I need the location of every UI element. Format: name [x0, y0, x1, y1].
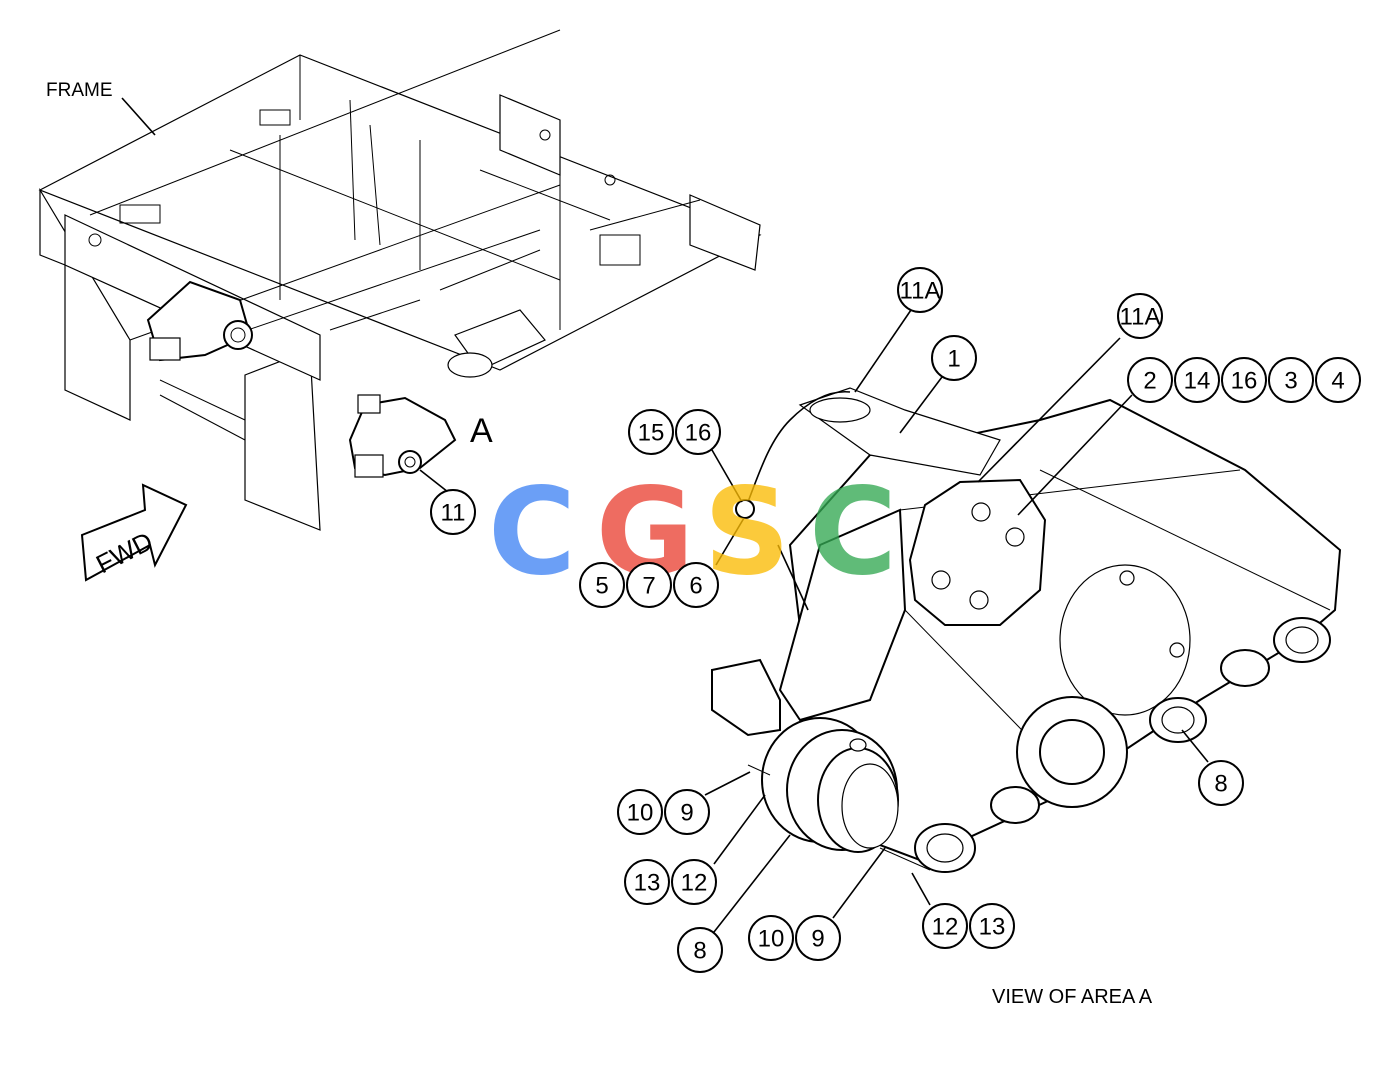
cgsc-watermark: C G S C	[488, 464, 897, 603]
callout-12-bottom: 12	[922, 903, 968, 949]
svg-text:11A: 11A	[900, 278, 941, 305]
svg-text:12: 12	[932, 914, 959, 941]
callout-9-bottom: 9	[795, 915, 841, 961]
callout-15: 15	[628, 409, 674, 455]
svg-text:3: 3	[1284, 368, 1297, 395]
svg-text:10: 10	[627, 800, 654, 827]
callout-1: 1	[931, 335, 977, 381]
svg-text:1: 1	[947, 346, 960, 373]
svg-text:9: 9	[811, 926, 824, 953]
callout-13-bottom: 13	[969, 903, 1015, 949]
svg-text:5: 5	[595, 573, 608, 600]
svg-text:7: 7	[642, 573, 655, 600]
callout-13-left: 13	[624, 859, 670, 905]
callout-10-left: 10	[617, 789, 663, 835]
callout-3: 3	[1268, 357, 1314, 403]
callout-9-left: 9	[664, 789, 710, 835]
svg-text:8: 8	[1214, 771, 1227, 798]
watermark-letter-c2: C	[809, 464, 897, 603]
callout-8-bottom: 8	[677, 927, 723, 973]
frame-drawing	[38, 29, 762, 531]
callout-12-left: 12	[671, 859, 717, 905]
callout-7: 7	[626, 562, 672, 608]
callout-11a-right: 11A	[1117, 293, 1163, 339]
svg-text:9: 9	[680, 800, 693, 827]
area-a-marker: A	[470, 412, 493, 450]
svg-text:11: 11	[441, 500, 466, 527]
callout-16-left: 16	[675, 409, 721, 455]
svg-text:10: 10	[758, 926, 785, 953]
svg-text:13: 13	[979, 914, 1006, 941]
leader-lines	[704, 309, 1209, 933]
svg-text:2: 2	[1143, 368, 1156, 395]
fwd-arrow: FWD	[80, 483, 188, 582]
callout-16-right: 16	[1221, 357, 1267, 403]
callout-4: 4	[1315, 357, 1361, 403]
svg-text:6: 6	[689, 573, 702, 600]
detail-assembly	[711, 387, 1342, 873]
frame-leader	[121, 97, 156, 136]
callout-6: 6	[673, 562, 719, 608]
callout-5: 5	[579, 562, 625, 608]
svg-text:13: 13	[634, 870, 661, 897]
svg-text:14: 14	[1184, 368, 1211, 395]
svg-text:15: 15	[638, 420, 665, 447]
frame-label: FRAME	[46, 80, 113, 101]
callout-11: 11	[430, 489, 476, 535]
svg-text:16: 16	[1231, 368, 1258, 395]
watermark-letter-c1: C	[488, 464, 576, 603]
area-a-mount	[348, 394, 457, 478]
view-caption: VIEW OF AREA A	[992, 986, 1153, 1008]
svg-text:12: 12	[681, 870, 708, 897]
callout-11a-top: 11A	[897, 267, 943, 313]
callout-10-bottom: 10	[748, 915, 794, 961]
callout-2: 2	[1127, 357, 1173, 403]
svg-text:16: 16	[685, 420, 712, 447]
cable-connector	[735, 499, 755, 519]
svg-text:8: 8	[693, 938, 706, 965]
callout-14: 14	[1174, 357, 1220, 403]
svg-text:11A: 11A	[1120, 304, 1161, 331]
cable-harness	[744, 390, 851, 511]
callout-8-right: 8	[1198, 760, 1244, 806]
leader-11	[419, 469, 449, 493]
svg-text:4: 4	[1331, 368, 1344, 395]
